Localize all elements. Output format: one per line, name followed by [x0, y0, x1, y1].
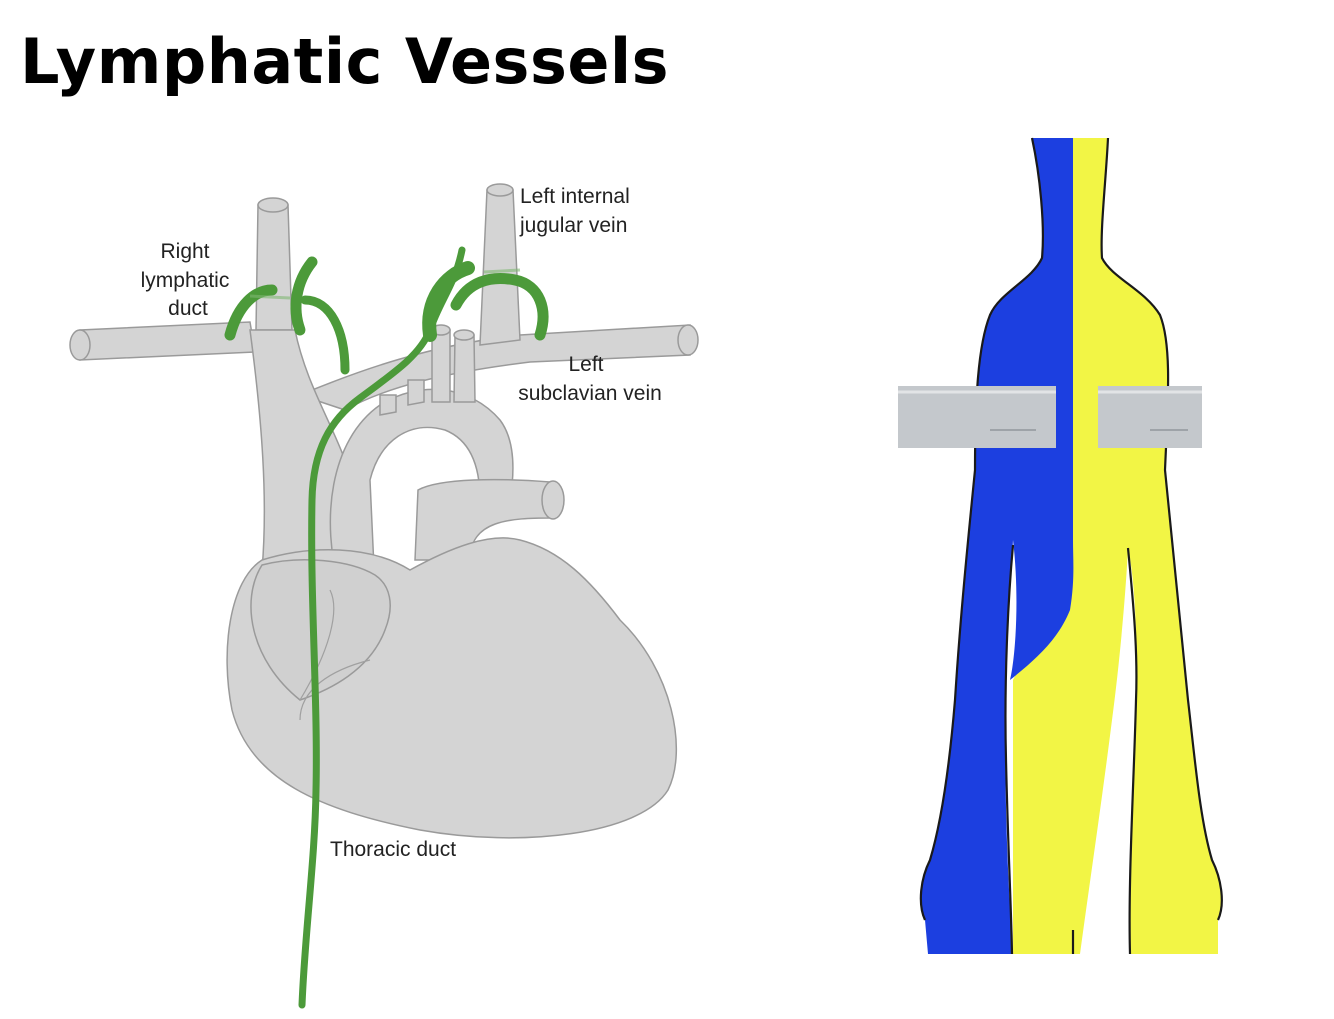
- left-internal-jugular-vein-opening: [486, 183, 514, 197]
- label-thoracic-duct: Thoracic duct: [330, 838, 456, 861]
- right-lymphatic-duct: [224, 284, 278, 341]
- thoracic-duct-arch: [422, 261, 475, 342]
- thoracic-duct-branch: [450, 272, 549, 341]
- label-right-lymphatic-line2: lymphatic: [141, 269, 230, 292]
- arch-branch-4-opening: [453, 329, 475, 341]
- right-lymphatic-duct-branch: [290, 256, 318, 336]
- arch-branch-2: [407, 379, 425, 406]
- label-left-subclavian-line1: Left: [568, 353, 603, 376]
- arch-branch-4: [453, 334, 476, 403]
- heart-lymphatic-diagram: Left internal jugular vein Right lymphat…: [69, 183, 699, 1009]
- left-subclavian-band: [1098, 386, 1202, 448]
- left-subclavian-vein-opening: [677, 324, 699, 356]
- right-drainage-region: [920, 138, 1074, 954]
- right-atrium: [250, 559, 391, 701]
- right-lymphatic-duct-loop: [300, 295, 350, 375]
- label-left-internal-jugular-line2: jugular vein: [519, 214, 627, 237]
- right-internal-jugular-vein-opening: [257, 197, 289, 213]
- label-left-subclavian-line2: subclavian vein: [518, 382, 662, 405]
- pulmonary-trunk-opening: [541, 480, 565, 520]
- subclavian-vein-bands: [898, 386, 1202, 448]
- aortic-arch: [329, 388, 514, 591]
- right-subclavian-vein-opening: [69, 329, 91, 361]
- left-drainage-region: [1013, 138, 1222, 954]
- right-internal-jugular-vein: [255, 204, 293, 331]
- left-internal-jugular-vein: [479, 189, 521, 346]
- arch-branch-3: [431, 329, 451, 403]
- label-right-lymphatic-line3: duct: [168, 297, 208, 320]
- arch-branch-1: [379, 394, 397, 416]
- right-subclavian-band: [898, 386, 1056, 448]
- lymph-drainage-body-diagram: [898, 137, 1223, 955]
- label-right-lymphatic-line1: Right: [160, 240, 209, 263]
- label-left-internal-jugular-line1: Left internal: [520, 185, 630, 208]
- slide-title: Lymphatic Vessels: [20, 25, 670, 98]
